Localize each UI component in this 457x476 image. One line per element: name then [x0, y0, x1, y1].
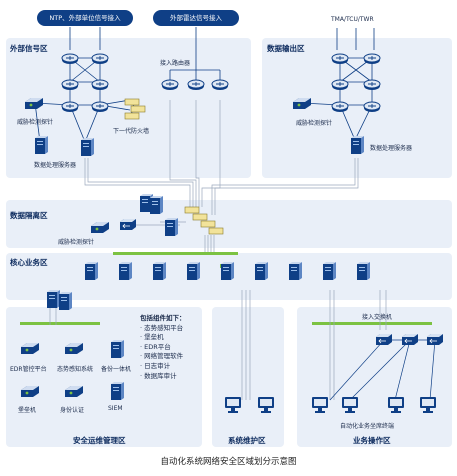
security-ops-zone	[6, 307, 202, 447]
zone-title-sysmaint: 系统维护区	[228, 436, 266, 445]
component-list: 包括组件如下： · 态势感知平台 · 堡垒机 · EDR平台 · 网络管理软件 …	[140, 314, 186, 381]
external-radar-signal-pill: 外部雷达信号接入	[153, 10, 239, 26]
threat-probe-label-2: 威胁检测探针	[296, 120, 333, 127]
automation-terminal-label: 自动化业务坐席终端	[340, 423, 395, 430]
access-switch-label: 接入交换机	[362, 314, 393, 321]
zone-title-isolation: 数据隔离区	[10, 211, 48, 220]
data-server-label-2: 数据处理服务器	[370, 145, 413, 152]
bastion-label: 堡垒机	[18, 407, 37, 414]
component-item: · EDR平台	[140, 342, 171, 351]
siem-label: SIEM	[108, 405, 123, 412]
zone-title-core: 核心业务区	[10, 258, 48, 267]
external-signal-zone	[6, 38, 251, 178]
component-item: · 数据库审计	[140, 371, 177, 380]
component-item: · 态势感知平台	[140, 323, 184, 332]
component-item: · 日志审计	[140, 361, 171, 370]
component-item-text: 网络管理软件	[144, 352, 184, 361]
zone-title-output: 数据输出区	[267, 44, 305, 53]
component-item-text: EDR平台	[144, 342, 171, 351]
data-isolation-zone	[6, 200, 452, 248]
ntp-external-signal-pill: NTP、外部单位信号接入	[37, 10, 133, 26]
diagram-caption: 自动化系统网络安全区域划分示意图	[160, 457, 297, 467]
zone-title-bizops: 业务操作区	[353, 436, 391, 445]
backup-appliance-label: 备份一体机	[101, 366, 132, 373]
situation-system-label: 态势感知系统	[57, 366, 94, 373]
tma-tcu-twr-label: TMA/TCU/TWR	[331, 16, 374, 23]
threat-probe-label-3: 威胁检测探针	[58, 239, 95, 246]
component-item-text: 日志审计	[144, 361, 171, 370]
business-ops-zone	[297, 307, 452, 447]
zone-title-external: 外部信号区	[10, 44, 48, 53]
next-gen-firewall-label: 下一代防火墙	[113, 128, 150, 135]
component-item: · 网络管理软件	[140, 352, 184, 361]
component-list-title: 包括组件如下：	[140, 314, 186, 322]
threat-probe-label-1: 威胁检测探针	[17, 119, 54, 126]
data-server-label-1: 数据处理服务器	[34, 162, 77, 169]
system-maintenance-zone	[212, 307, 284, 447]
component-item-text: 态势感知平台	[144, 323, 184, 332]
identity-auth-label: 身份认证	[60, 407, 85, 414]
edr-console-label: EDR管控平台	[10, 366, 47, 373]
component-item: · 堡垒机	[140, 333, 164, 342]
component-item-text: 数据库审计	[144, 371, 177, 380]
zone-title-secops: 安全运维管理区	[73, 436, 126, 445]
access-router-label: 接入路由器	[160, 60, 191, 67]
component-item-text: 堡垒机	[144, 333, 164, 342]
